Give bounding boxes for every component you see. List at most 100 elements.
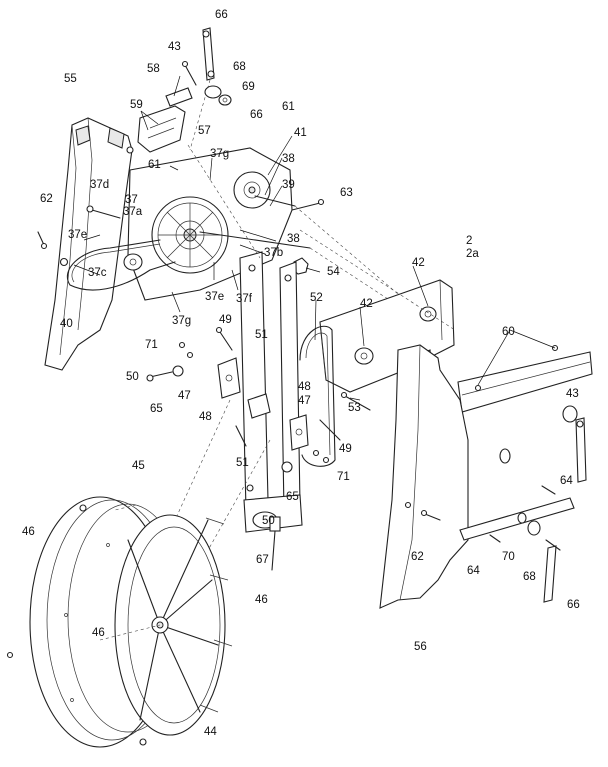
label-37g-top: 37g — [210, 148, 229, 160]
label-54: 54 — [327, 266, 340, 278]
bolt-49-right — [319, 419, 341, 441]
label-66-right: 66 — [567, 599, 580, 611]
nut-68-top — [204, 85, 232, 106]
right-cover-56 — [379, 344, 469, 609]
label-64-bottom: 64 — [467, 565, 480, 577]
label-37f: 37f — [236, 293, 253, 305]
label-71-left: 71 — [145, 339, 158, 351]
label-58: 58 — [147, 63, 160, 75]
label-43-right: 43 — [566, 388, 579, 400]
label-67: 67 — [256, 554, 269, 566]
label-2: 2 — [466, 235, 472, 247]
label-71-right: 71 — [337, 471, 350, 483]
bolt-43-top — [181, 60, 197, 86]
bracket-47-right — [289, 414, 309, 451]
cover-piece-57 — [137, 105, 186, 153]
label-46-left: 46 — [22, 526, 35, 538]
label-41: 41 — [294, 127, 307, 139]
label-48-right: 48 — [298, 381, 311, 393]
label-68-right: 68 — [523, 571, 536, 583]
label-52: 52 — [310, 292, 323, 304]
label-47-right: 47 — [298, 395, 311, 407]
leader-lines — [73, 75, 556, 401]
label-59: 59 — [130, 99, 143, 111]
label-38-right: 38 — [287, 233, 300, 245]
label-48-left: 48 — [199, 411, 212, 423]
screws-64 — [489, 485, 556, 543]
label-37e-left: 37e — [68, 229, 87, 241]
label-39: 39 — [282, 179, 295, 191]
label-42-top: 42 — [412, 257, 425, 269]
label-68-top: 68 — [233, 61, 246, 73]
bolt-53 — [340, 391, 371, 411]
idler-wheel-41 — [233, 171, 271, 209]
screw-62-left — [37, 231, 48, 250]
label-37d: 37d — [90, 179, 109, 191]
bolt-67 — [269, 516, 281, 571]
label-37a: 37a — [123, 206, 143, 218]
cover-cap-58 — [165, 87, 193, 107]
drive-belt-40 — [67, 239, 176, 291]
label-69: 69 — [242, 81, 255, 93]
label-37e-center: 37e — [205, 291, 224, 303]
label-70: 70 — [502, 551, 515, 563]
pedal-arm-right-66 — [543, 417, 587, 603]
callout-labels: 66 43 68 69 58 55 59 57 66 61 41 61 37g … — [22, 9, 580, 738]
bolt-50-left — [146, 371, 173, 382]
nut-65-right — [281, 461, 293, 473]
pedal-bar-right — [459, 448, 575, 541]
label-57: 57 — [198, 125, 211, 137]
label-63: 63 — [340, 187, 353, 199]
label-51-top: 51 — [255, 329, 268, 341]
label-66-mid: 66 — [250, 109, 263, 121]
label-46-center: 46 — [255, 594, 268, 606]
label-37c: 37c — [88, 267, 107, 279]
label-38-top: 38 — [282, 153, 295, 165]
dash-guides-flywheel — [99, 504, 161, 641]
block-48 — [247, 393, 271, 419]
label-62-left: 62 — [40, 193, 53, 205]
rear-rail-60 — [457, 344, 593, 413]
label-44: 44 — [204, 726, 217, 738]
u-bracket-52 — [299, 325, 336, 467]
label-61-mid: 61 — [282, 101, 295, 113]
label-56: 56 — [414, 641, 427, 653]
screw-62-right — [420, 509, 441, 521]
small-pulley-37c — [123, 253, 143, 271]
label-65-left: 65 — [150, 403, 163, 415]
label-50-left: 50 — [126, 371, 139, 383]
bolt-49-left — [215, 326, 233, 351]
label-42-mid: 42 — [360, 298, 373, 310]
label-2a: 2a — [466, 248, 479, 260]
label-37g-bottom: 37g — [172, 315, 191, 327]
label-51-bottom: 51 — [236, 457, 249, 469]
screw-51 — [235, 425, 247, 447]
washers-71 — [178, 341, 330, 464]
label-43-top: 43 — [168, 41, 181, 53]
pedal-arm-top — [189, 27, 215, 151]
label-46-flywheel: 46 — [92, 627, 105, 639]
label-49-top: 49 — [219, 314, 232, 326]
label-40: 40 — [60, 318, 73, 330]
label-53: 53 — [348, 402, 361, 414]
label-50-center: 50 — [262, 515, 275, 527]
nut-70-68-right — [517, 512, 541, 536]
flywheel-44 — [114, 514, 233, 736]
label-65-right: 65 — [286, 491, 299, 503]
label-37b: 37b — [264, 247, 283, 259]
label-37: 37 — [125, 194, 138, 206]
bolt-43-right — [545, 405, 578, 551]
label-62-right: 62 — [411, 551, 424, 563]
label-64-right: 64 — [560, 475, 573, 487]
left-cover — [44, 117, 134, 371]
label-55: 55 — [64, 73, 77, 85]
label-47-left: 47 — [178, 390, 191, 402]
bracket-47-left — [217, 357, 241, 399]
label-49-bottom: 49 — [339, 443, 352, 455]
label-66-top: 66 — [215, 9, 228, 21]
nut-65-left — [172, 365, 184, 377]
label-60: 60 — [502, 326, 515, 338]
bolt-37d — [86, 205, 121, 219]
label-45: 45 — [132, 460, 145, 472]
